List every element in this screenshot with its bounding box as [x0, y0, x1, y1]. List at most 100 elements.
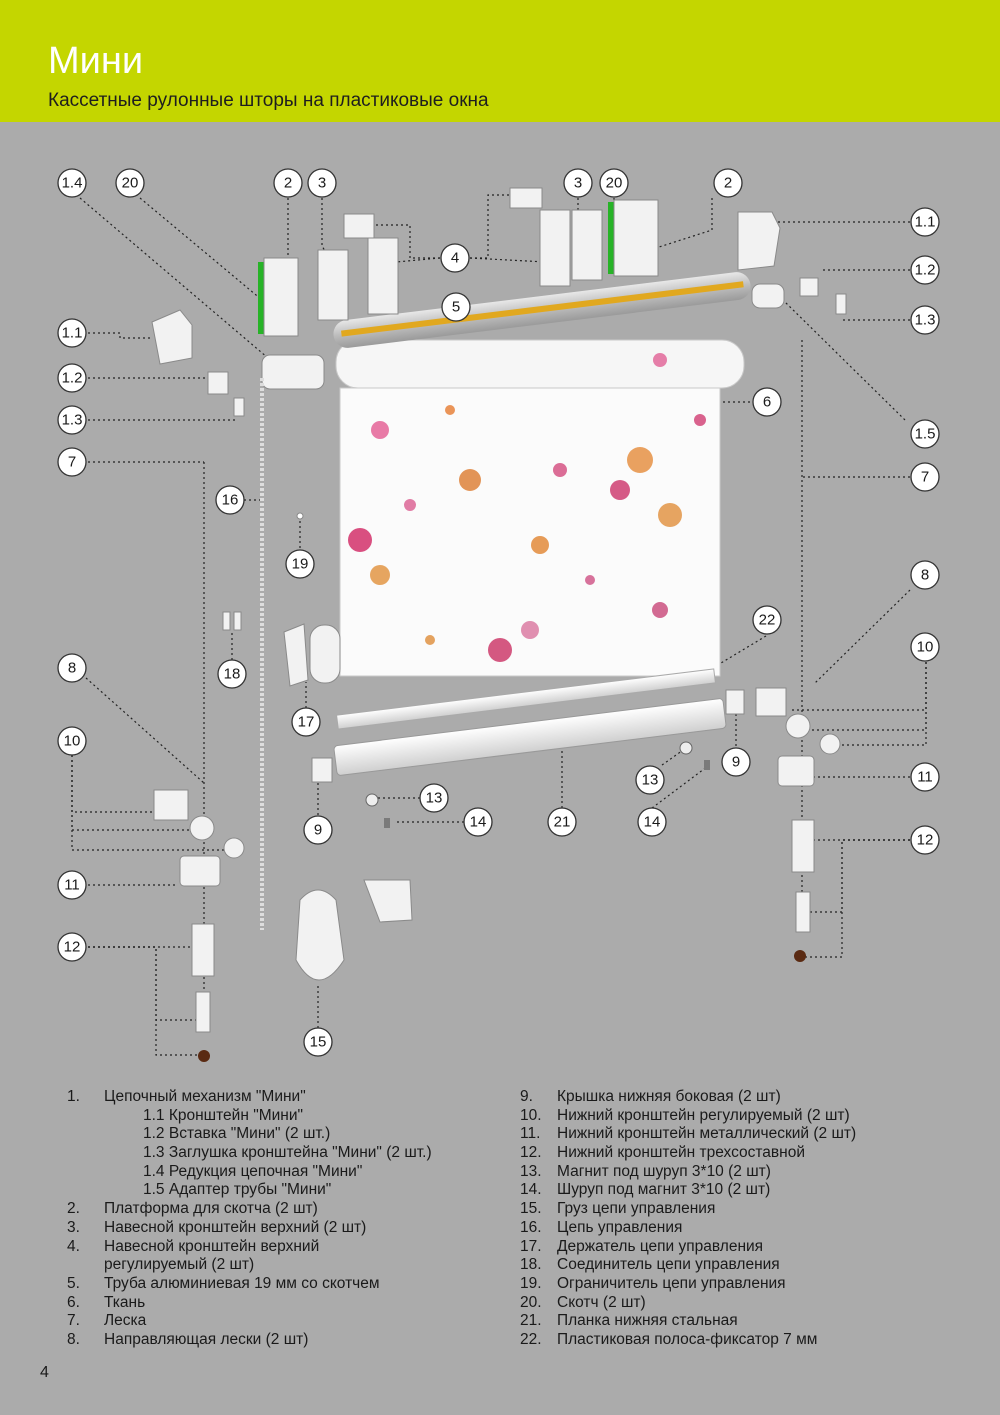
svg-text:1.4: 1.4 — [62, 175, 83, 192]
svg-text:21: 21 — [554, 814, 571, 831]
svg-text:3: 3 — [318, 175, 326, 192]
leader-lines — [71, 194, 927, 1056]
callout-5: 5 — [441, 292, 471, 322]
parts-list-right: 9.Крышка нижняя боковая (2 шт) 10.Нижний… — [520, 1088, 980, 1350]
callout-11-left: 11 — [57, 870, 87, 900]
page-subtitle: Кассетные рулонные шторы на пластиковые … — [48, 90, 489, 111]
callout-1-2-right: 1.2 — [910, 255, 940, 285]
svg-text:4: 4 — [451, 250, 459, 267]
list-item: 10.Нижний кронштейн регулируемый (2 шт) — [520, 1106, 850, 1124]
svg-text:15: 15 — [310, 1034, 327, 1051]
list-item: 9.Крышка нижняя боковая (2 шт) — [520, 1088, 781, 1105]
list-item: 3.Навесной кронштейн верхний (2 шт) — [67, 1218, 367, 1236]
list-item: 1.5 Адаптер трубы "Мини" — [143, 1181, 332, 1199]
list-item: 12.Нижний кронштейн трехсоставной — [520, 1144, 805, 1162]
callout-14-left: 14 — [463, 807, 493, 837]
list-item: 1.3 Заглушка кронштейна "Мини" (2 шт.) — [143, 1144, 432, 1162]
callout-18: 18 — [217, 659, 247, 689]
svg-text:8: 8 — [921, 567, 929, 584]
callout-8-right: 8 — [910, 560, 940, 590]
list-item: 20.Скотч (2 шт) — [520, 1293, 646, 1311]
callout-16: 16 — [215, 485, 245, 515]
callouts: 1.4 20 2 3 4 3 20 2 1.1 1.2 1.3 5 1.1 1.… — [57, 168, 940, 1057]
svg-text:2: 2 — [724, 175, 732, 192]
svg-text:16: 16 — [222, 492, 239, 509]
callout-6: 6 — [752, 387, 782, 417]
callout-10-left: 10 — [57, 726, 87, 756]
parts-list-left: 1.Цепочный механизм "Мини" 1.1 Кронштейн… — [67, 1088, 497, 1350]
list-item: 6.Ткань — [67, 1293, 146, 1311]
svg-text:12: 12 — [917, 832, 934, 849]
callout-1-3-right: 1.3 — [910, 305, 940, 335]
mechanism-parts — [151, 211, 847, 930]
list-item: 11.Нижний кронштейн металлический (2 шт) — [520, 1125, 857, 1143]
callout-1-3-left: 1.3 — [57, 405, 87, 435]
callout-2b: 2 — [713, 168, 743, 198]
callout-13-left: 13 — [419, 783, 449, 813]
list-item: 7.Леска — [67, 1312, 147, 1330]
aluminium-tube — [333, 272, 751, 348]
list-item: 21.Планка нижняя стальная — [520, 1312, 738, 1330]
callout-9-right: 9 — [721, 747, 751, 777]
svg-text:8: 8 — [68, 660, 76, 677]
svg-text:1.3: 1.3 — [915, 312, 936, 329]
callout-8-left: 8 — [57, 653, 87, 683]
callout-2: 2 — [273, 168, 303, 198]
svg-text:1.5: 1.5 — [915, 426, 936, 443]
svg-text:9: 9 — [732, 754, 740, 771]
callout-20b: 20 — [599, 168, 629, 198]
bottom-brackets — [153, 687, 841, 1062]
svg-text:20: 20 — [606, 175, 623, 192]
svg-text:1.3: 1.3 — [62, 412, 83, 429]
svg-text:10: 10 — [917, 639, 934, 656]
header-band: Мини Кассетные рулонные шторы на пластик… — [0, 0, 1000, 122]
list-item: 15.Груз цепи управления — [520, 1200, 716, 1218]
callout-12-right: 12 — [910, 825, 940, 855]
callout-21: 21 — [547, 807, 577, 837]
svg-text:11: 11 — [64, 877, 80, 894]
list-item: регулируемый (2 шт) — [104, 1256, 255, 1274]
list-item: 5.Труба алюминиевая 19 мм со скотчем — [67, 1274, 380, 1292]
svg-text:3: 3 — [574, 175, 582, 192]
svg-text:1.2: 1.2 — [915, 262, 936, 279]
callout-19: 19 — [285, 549, 315, 579]
callout-1-4: 1.4 — [57, 168, 87, 198]
callout-9-left: 9 — [303, 815, 333, 845]
callout-11-right: 11 — [910, 762, 940, 792]
list-item: 18.Соединитель цепи управления — [520, 1256, 780, 1274]
page-number: 4 — [40, 1364, 49, 1381]
svg-text:14: 14 — [644, 814, 661, 831]
svg-text:17: 17 — [298, 714, 315, 731]
callout-17: 17 — [291, 707, 321, 737]
svg-text:18: 18 — [224, 666, 241, 683]
callout-20: 20 — [115, 168, 145, 198]
callout-13-right: 13 — [635, 765, 665, 795]
svg-text:7: 7 — [921, 469, 929, 486]
svg-text:14: 14 — [470, 814, 487, 831]
svg-text:11: 11 — [917, 769, 933, 786]
list-item: 1.2 Вставка "Мини" (2 шт.) — [143, 1125, 331, 1143]
svg-text:13: 13 — [426, 790, 443, 807]
list-item: 2.Платформа для скотча (2 шт) — [67, 1200, 318, 1218]
svg-text:6: 6 — [763, 394, 771, 411]
bottom-rails — [311, 668, 745, 828]
svg-text:1.1: 1.1 — [62, 325, 83, 342]
callout-1-2-left: 1.2 — [57, 363, 87, 393]
list-item: 1.Цепочный механизм "Мини" — [67, 1088, 306, 1105]
page-title: Мини — [48, 40, 144, 82]
svg-text:12: 12 — [64, 939, 81, 956]
callout-1-1-left: 1.1 — [57, 318, 87, 348]
callout-12-left: 12 — [57, 932, 87, 962]
callout-15: 15 — [303, 1027, 333, 1057]
callout-7-left: 7 — [57, 447, 87, 477]
list-item: 19.Ограничитель цепи управления — [520, 1274, 786, 1292]
list-item: 22.Пластиковая полоса-фиксатор 7 мм — [520, 1330, 818, 1348]
svg-text:7: 7 — [68, 454, 76, 471]
callout-22: 22 — [752, 605, 782, 635]
svg-text:10: 10 — [64, 733, 81, 750]
callout-10-right: 10 — [910, 632, 940, 662]
svg-text:2: 2 — [284, 175, 292, 192]
svg-text:22: 22 — [759, 612, 776, 629]
list-item: 4.Навесной кронштейн верхний — [67, 1237, 320, 1255]
top-brackets — [258, 187, 659, 337]
